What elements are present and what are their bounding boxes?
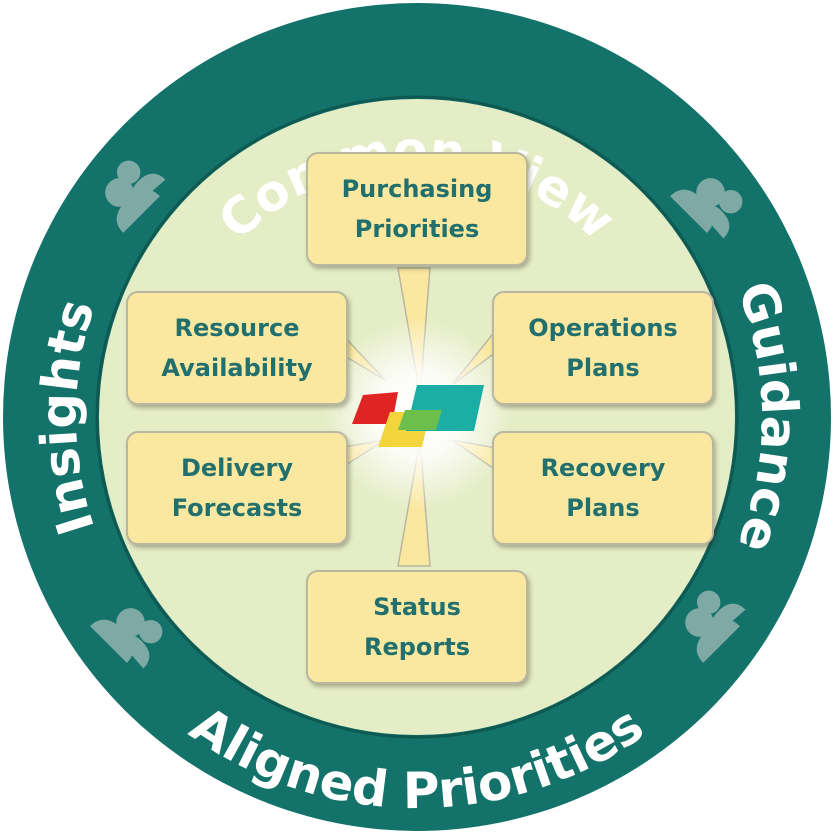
box-label-line1: Status <box>373 593 461 621</box>
box-resource-availability: Resource Availability <box>126 291 348 405</box>
box-recovery-plans: Recovery Plans <box>492 431 714 545</box>
box-label-line1: Resource <box>174 314 300 342</box>
box-operations-plans: Operations Plans <box>492 291 714 405</box>
box-status-reports: Status Reports <box>306 570 528 684</box>
box-label-line2: Availability <box>161 354 313 382</box>
box-label-line1: Delivery <box>180 454 294 482</box>
box-label-line1: Operations <box>528 314 678 342</box>
box-label-line1: Purchasing <box>341 175 493 203</box>
logo-icon <box>352 385 484 447</box>
box-label-line1: Recovery <box>540 454 666 482</box>
box-label-line2: Priorities <box>354 215 480 243</box>
box-label-line2: Forecasts <box>171 494 303 522</box>
box-label-line2: Plans <box>566 494 640 522</box>
box-label-line2: Reports <box>363 633 471 661</box>
box-delivery-forecasts: Delivery Forecasts <box>126 431 348 545</box>
box-purchasing-priorities: Purchasing Priorities <box>306 152 528 266</box>
box-label-line2: Plans <box>566 354 640 382</box>
